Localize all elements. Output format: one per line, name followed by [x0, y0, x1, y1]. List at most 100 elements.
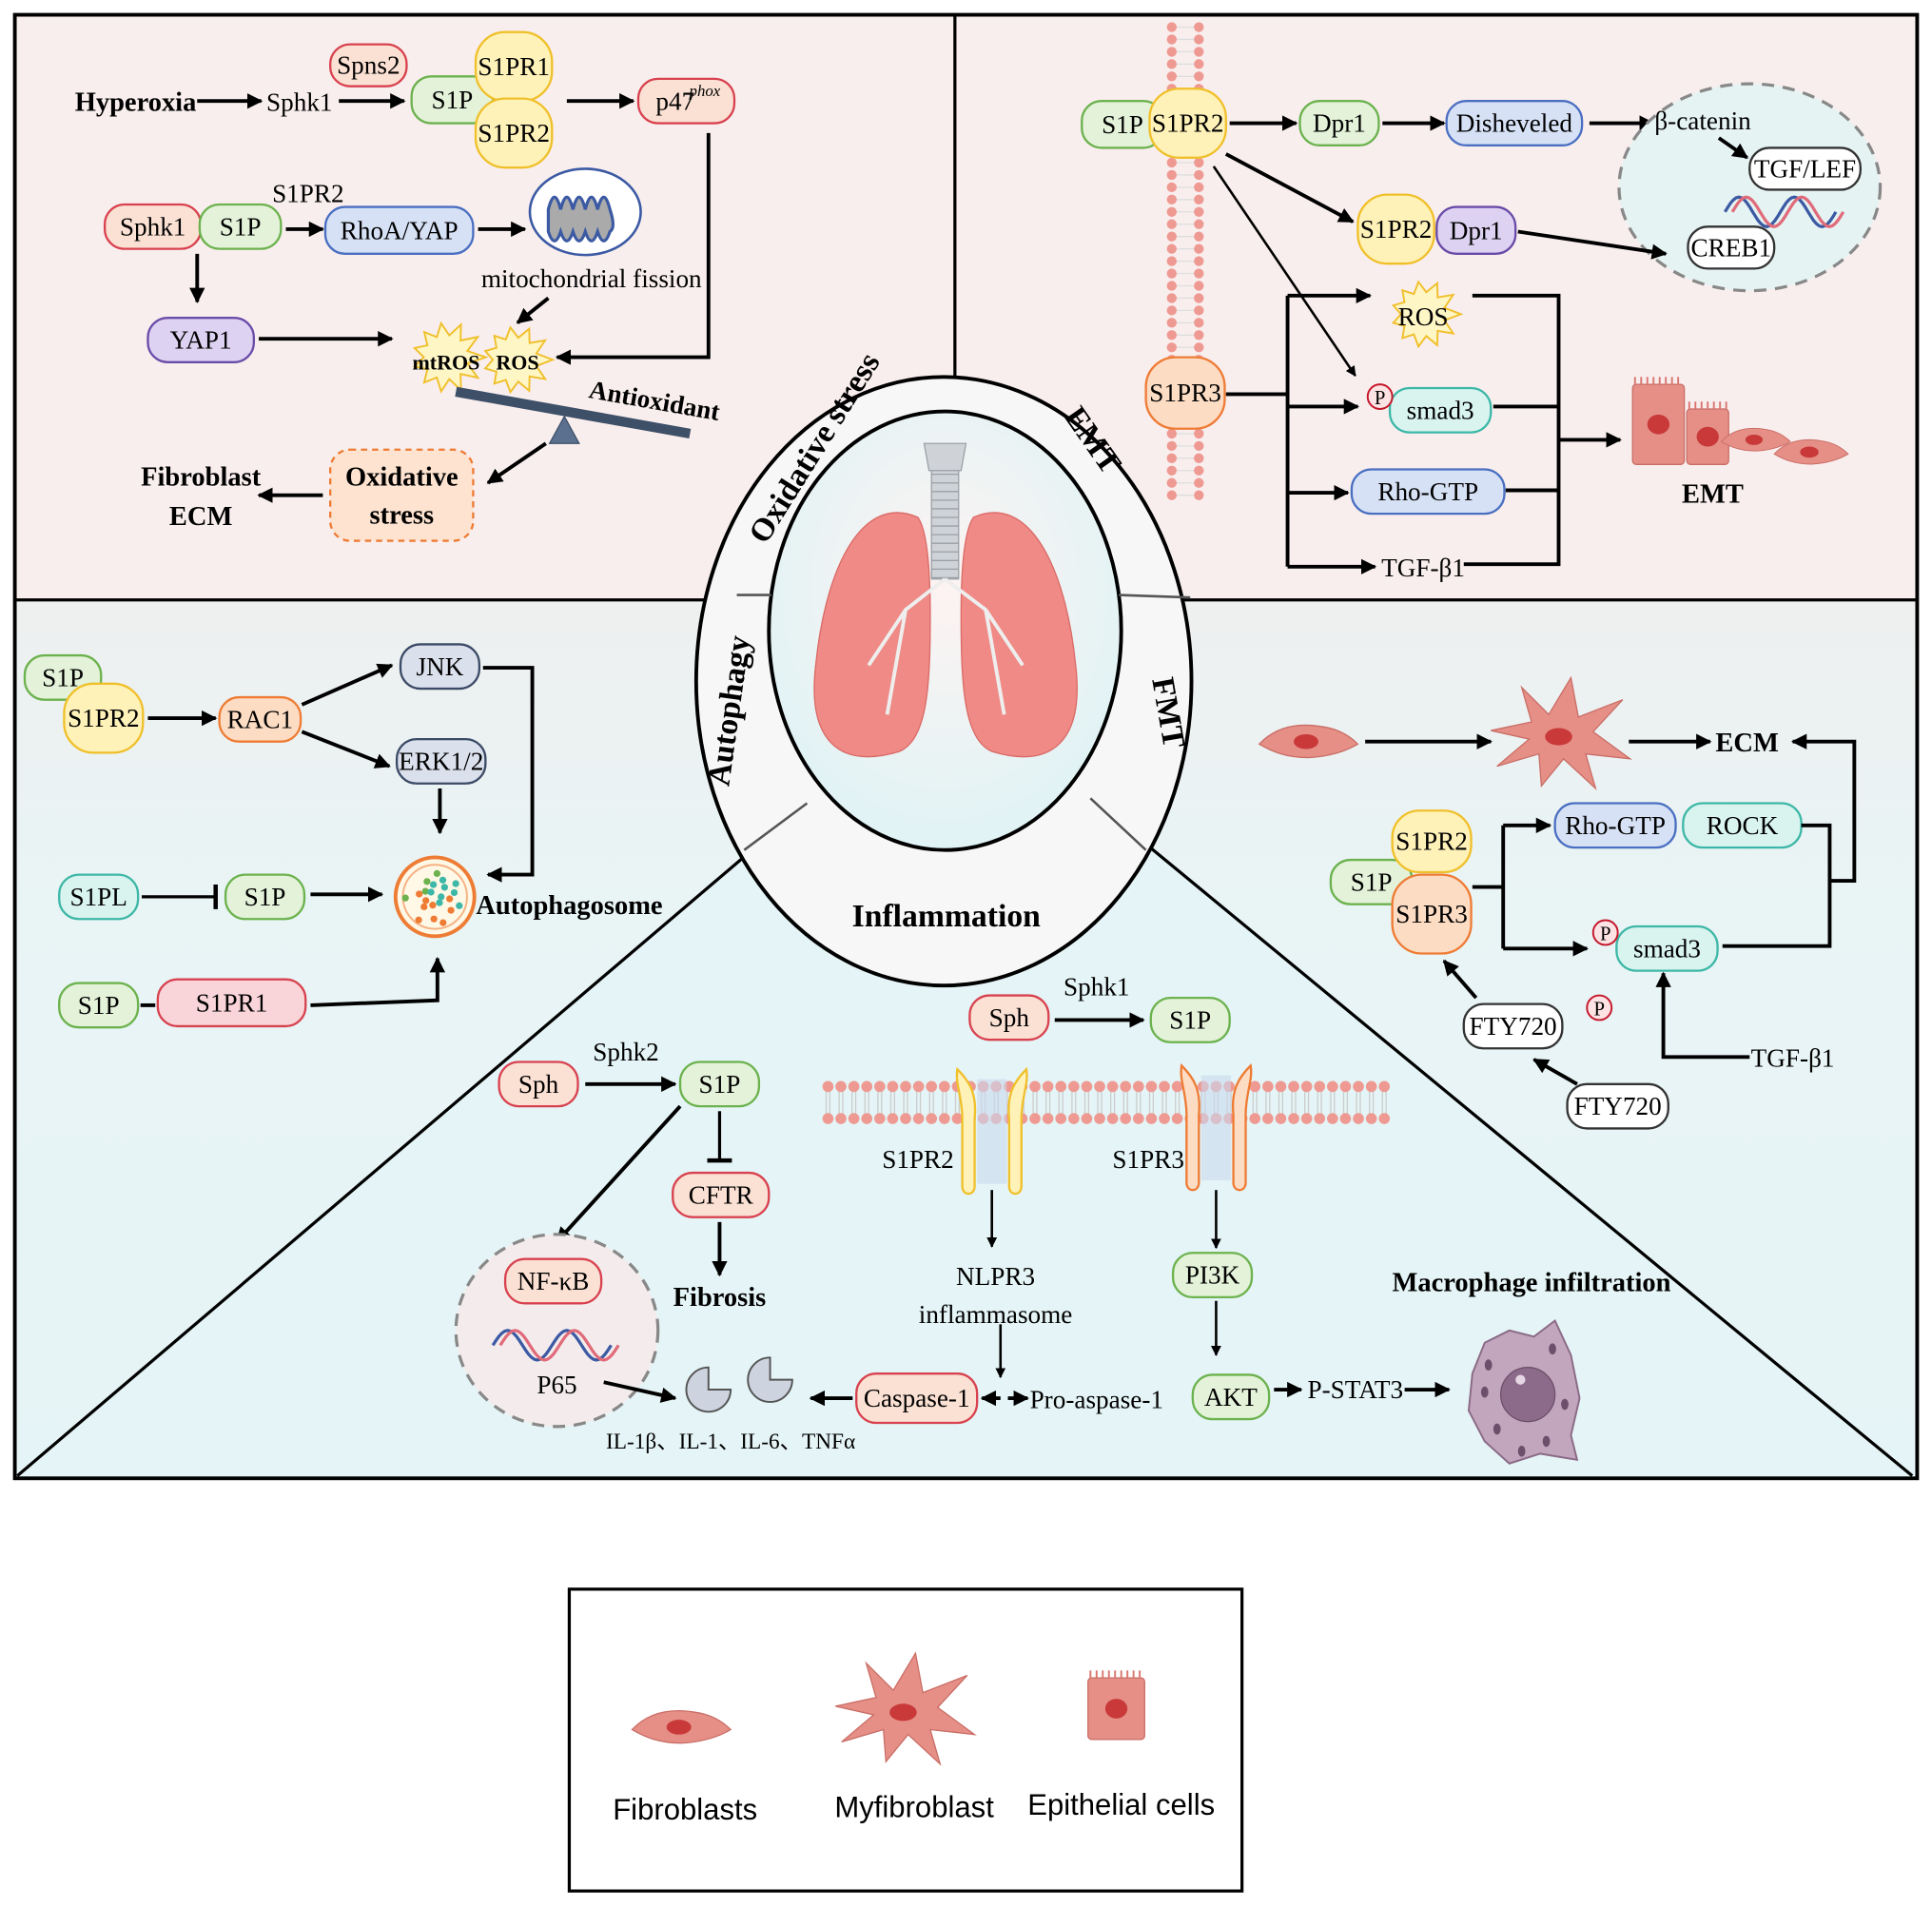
s1pr2-label: S1PR2 [882, 1145, 954, 1174]
node-emt-dishev: Disheveled [1445, 100, 1584, 147]
node-label: S1PL [69, 883, 127, 911]
node-au-rac1: RAC1 [218, 695, 302, 743]
connector-line [1463, 293, 1561, 567]
arrow [1717, 136, 1749, 160]
node-in-s1p: S1P [678, 1061, 761, 1108]
arrow [516, 296, 550, 324]
node-in-nfkb: NF-κB [503, 1257, 603, 1305]
p65-label: P65 [537, 1371, 576, 1399]
node-fmt-s1pr3: S1PR3 [1391, 873, 1473, 955]
ring-divider [743, 802, 809, 851]
seesaw-fulcrum [548, 415, 580, 444]
dna-helix-icon [491, 1329, 620, 1362]
arrow [486, 441, 547, 485]
node-au-s1pl: S1PL [58, 873, 140, 921]
arrow [1517, 229, 1668, 260]
node-label: FTY720 [1469, 1012, 1556, 1041]
node-fmt-s1p: S1P [1329, 858, 1414, 905]
node-label: p47 [655, 87, 694, 115]
node-emt-dpr1: Dpr1 [1298, 100, 1380, 147]
seesaw-bar [455, 386, 692, 439]
mtros-burst-icon [412, 321, 489, 394]
node-ox-s1p-b: S1P [198, 203, 283, 250]
node-in-s1p-b: S1P [1149, 996, 1231, 1043]
macrophage-icon [1467, 1318, 1581, 1465]
legend-myofibroblast-icon [835, 1651, 977, 1766]
sphk1-label: Sphk1 [266, 88, 333, 117]
ring-divider [1089, 797, 1147, 851]
node-label: Rho-GTP [1565, 811, 1666, 840]
node-fmt-fty720p: FTY720 [1462, 1002, 1564, 1050]
node-emt-s1pr3: S1PR3 [1144, 356, 1226, 430]
ros-burst-icon [483, 325, 556, 395]
nlpr3-label: NLPR3 [956, 1262, 1035, 1291]
node-au-s1p-c: S1P [58, 982, 140, 1029]
node-label: YAP1 [170, 326, 232, 355]
node-fmt-smad3: smad3 [1615, 924, 1719, 972]
p47-superscript: phox [689, 82, 721, 100]
phospho-label: P [1375, 388, 1386, 409]
node-ox-yap1: YAP1 [146, 317, 256, 363]
ring-label-inflammation: Inflammation [852, 899, 1041, 934]
node-emt-rhogtp: Rho-GTP [1350, 468, 1506, 516]
divider [16, 802, 809, 1477]
node-label: AKT [1204, 1383, 1258, 1411]
emt-outcome-label: EMT [1682, 479, 1744, 509]
legend-myofibroblast-label: Myfibroblast [834, 1790, 994, 1823]
node-in-pi3k: PI3K [1171, 1252, 1254, 1299]
node-label: S1PR1 [196, 988, 268, 1017]
arrow [482, 666, 535, 883]
mitochondria-icon [528, 167, 642, 257]
phospho-icon [1591, 919, 1619, 946]
node-emt-s1pr2: S1PR2 [1148, 88, 1227, 159]
hyperoxia-label: Hyperoxia [75, 88, 197, 118]
epithelial-cell-icon [1686, 401, 1729, 465]
node-emt-creb1: CREB1 [1687, 225, 1776, 270]
beta-catenin-label: β-catenin [1654, 107, 1751, 135]
node-in-sph-b: Sph [968, 994, 1050, 1041]
node-label: S1P [699, 1070, 741, 1099]
node-emt-s1p: S1P [1081, 100, 1164, 149]
legend-epithelial-label: Epithelial cells [1027, 1788, 1215, 1821]
node-label: FTY720 [1574, 1092, 1662, 1120]
node-label: Sph [518, 1070, 559, 1099]
node-ox-spns2: Spns2 [329, 43, 408, 88]
node-label: S1P [78, 991, 120, 1020]
node-label: S1PR1 [478, 52, 550, 81]
node-label: Dpr1 [1450, 216, 1503, 244]
legend-fibroblast-icon [631, 1710, 732, 1744]
cytokines-label: IL-1β、IL-1、IL-6、TNFα [606, 1430, 855, 1454]
arrow [310, 957, 446, 1007]
arrow [603, 1380, 677, 1403]
node-label: RAC1 [227, 705, 294, 733]
connector-line [1722, 823, 1832, 948]
node-label: Oxidative [345, 462, 459, 492]
sphk1-label: Sphk1 [1064, 973, 1130, 1002]
node-label: Rho-GTP [1377, 477, 1478, 506]
node-label: smad3 [1633, 934, 1701, 963]
divider [1089, 797, 1914, 1477]
legend-fibroblasts-label: Fibroblasts [613, 1793, 757, 1826]
phospho-label: P [1593, 999, 1605, 1020]
fibroblast-cell-icon [1258, 724, 1359, 759]
ring-divider [1119, 594, 1191, 599]
arrow [555, 132, 711, 365]
node-au-s1p-b: S1P [224, 873, 306, 921]
phospho-icon [1366, 383, 1394, 410]
node-in-akt: AKT [1191, 1373, 1271, 1421]
fibrosis-label: Fibrosis [673, 1283, 767, 1313]
node-label: S1PR2 [1360, 215, 1433, 243]
node-ox-s1p: S1P [410, 75, 495, 125]
inflammasome-label: inflammasome [919, 1300, 1073, 1329]
node-label: S1P [1102, 110, 1143, 139]
node-label: Caspase-1 [864, 1384, 970, 1412]
node-label: Disheveled [1456, 109, 1573, 138]
s1pr2-receptor-icon [955, 1066, 1028, 1196]
lungs-icon [813, 442, 1078, 758]
node-ox-s1pr1: S1PR1 [474, 30, 554, 103]
arrow [1532, 1058, 1578, 1086]
node-label: Dpr1 [1313, 109, 1366, 138]
node-ox-p47: p47 [636, 77, 736, 125]
ros-label: ROS [1398, 302, 1449, 331]
mtros-label: mtROS [412, 351, 479, 375]
